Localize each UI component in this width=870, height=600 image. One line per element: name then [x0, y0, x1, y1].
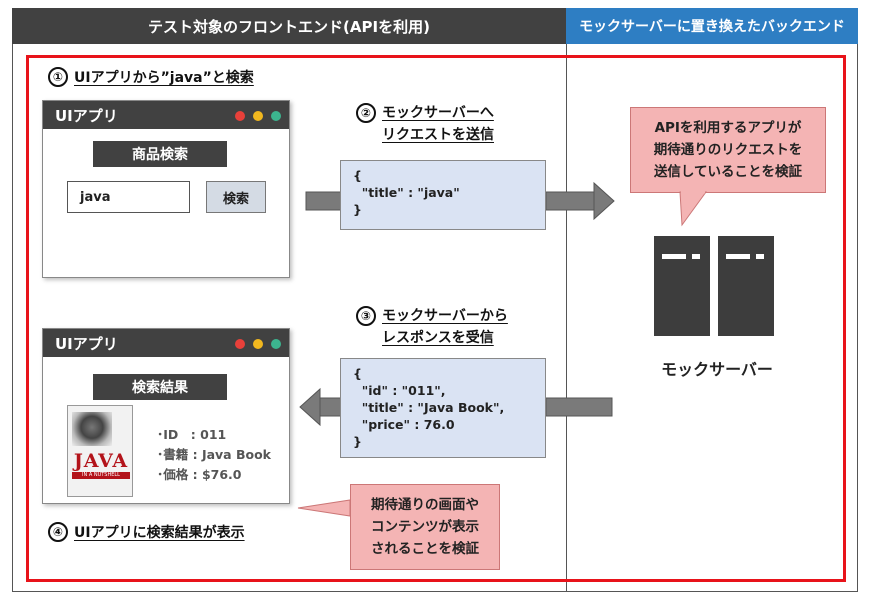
ui-app-window-results: UIアプリ 検索結果 JAVA IN A NUTSHELL ･ID : 011 …: [42, 328, 290, 504]
callout-pointer: [297, 499, 351, 517]
section-divider: [566, 44, 567, 592]
maximize-dot-icon[interactable]: [271, 339, 281, 349]
minimize-dot-icon[interactable]: [253, 111, 263, 121]
result-book: ･書籍 : Java Book: [157, 447, 271, 462]
window-titlebar: UIアプリ: [43, 329, 289, 357]
callout-request-verify: APIを利用するアプリが 期待通りのリクエストを 送信していることを検証: [630, 107, 826, 193]
result-details: ･ID : 011 ･書籍 : Java Book ･価格 : $76.0: [157, 425, 271, 485]
step-number: ③: [356, 306, 376, 326]
callout-line: 送信していることを検証: [653, 164, 803, 180]
server-label: モックサーバー: [661, 360, 773, 379]
step-text-line1: モックサーバーから: [382, 308, 508, 324]
book-cover-tiger: [72, 412, 112, 446]
callout-line: コンテンツが表示: [371, 519, 479, 535]
step-number: ①: [48, 67, 68, 87]
server-icon: [654, 236, 774, 336]
maximize-dot-icon[interactable]: [271, 111, 281, 121]
request-json-box: { "title" : "java" }: [340, 160, 546, 230]
result-id: ･ID : 011: [157, 427, 227, 442]
results-heading: 検索結果: [93, 374, 227, 400]
window-titlebar: UIアプリ: [43, 101, 289, 129]
window-title: UIアプリ: [55, 106, 118, 125]
book-cover-image: JAVA IN A NUTSHELL: [67, 405, 133, 497]
step-number: ④: [48, 522, 68, 542]
request-arrow: [305, 181, 615, 221]
search-button[interactable]: 検索: [206, 181, 266, 213]
step-text: UIアプリに検索結果が表示: [74, 525, 245, 541]
step-number: ②: [356, 103, 376, 123]
response-json-box: { "id" : "011", "title" : "Java Book", "…: [340, 358, 546, 458]
step-text-line2: レスポンスを受信: [382, 330, 494, 346]
minimize-dot-icon[interactable]: [253, 339, 263, 349]
step-3-label: ③ モックサーバーから レスポンスを受信: [356, 305, 508, 349]
callout-line: 期待通りのリクエストを: [653, 142, 803, 158]
search-input[interactable]: java: [67, 181, 190, 213]
scope-highlight-frame: [26, 55, 846, 582]
book-cover-title: JAVA: [73, 450, 129, 472]
result-price: ･価格 : $76.0: [157, 467, 242, 482]
frontend-header: テスト対象のフロントエンド(APIを利用): [12, 8, 566, 44]
response-arrow: [299, 387, 613, 427]
step-2-label: ② モックサーバーへ リクエストを送信: [356, 102, 494, 146]
callout-line: APIを利用するアプリが: [654, 120, 802, 136]
step-4-label: ④ UIアプリに検索結果が表示: [48, 522, 245, 542]
close-dot-icon[interactable]: [235, 339, 245, 349]
step-text-line2: リクエストを送信: [382, 127, 494, 143]
callout-line: 期待通りの画面や: [371, 497, 479, 513]
backend-header: モックサーバーに置き換えたバックエンド: [566, 8, 858, 44]
callout-screen-verify: 期待通りの画面や コンテンツが表示 されることを検証: [350, 484, 500, 570]
ui-app-window-search: UIアプリ 商品検索 java 検索: [42, 100, 290, 278]
callout-line: されることを検証: [371, 541, 479, 557]
close-dot-icon[interactable]: [235, 111, 245, 121]
step-text: UIアプリから”java”と検索: [74, 70, 254, 86]
search-heading: 商品検索: [93, 141, 227, 167]
book-cover-subtitle: IN A NUTSHELL: [72, 472, 130, 479]
step-text-line1: モックサーバーへ: [382, 105, 494, 121]
step-1-label: ① UIアプリから”java”と検索: [48, 67, 254, 87]
callout-pointer: [679, 191, 707, 227]
window-title: UIアプリ: [55, 334, 118, 353]
